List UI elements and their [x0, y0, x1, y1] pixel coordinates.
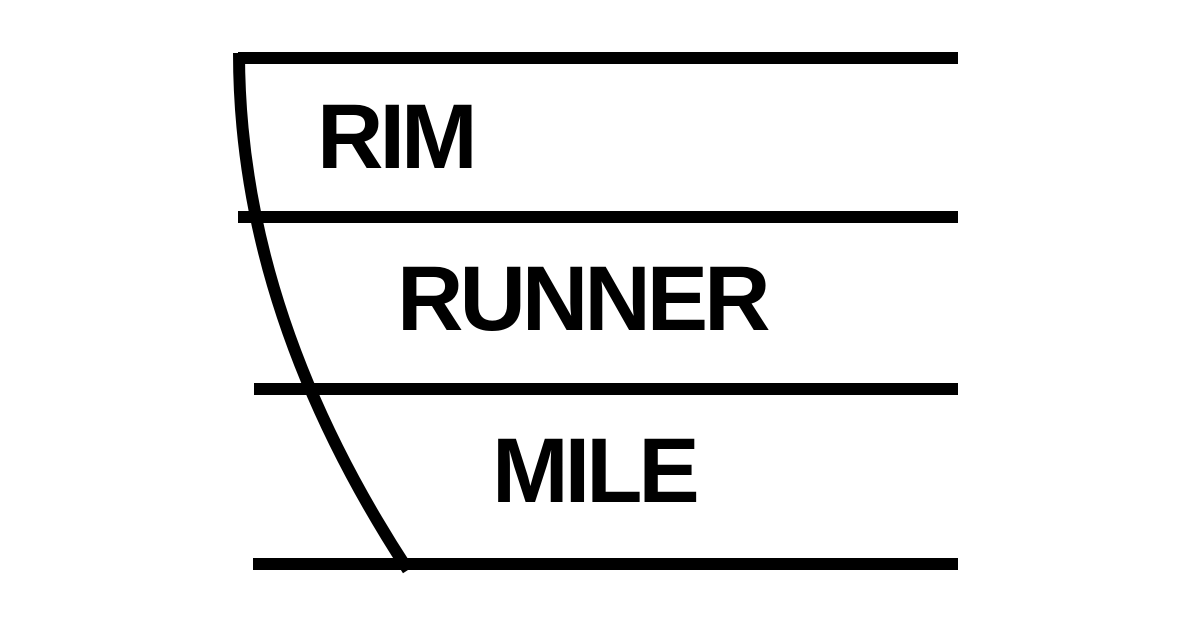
logo-word-mile: MILE	[492, 420, 696, 522]
logo-word-rim: RIM	[317, 86, 474, 188]
logo-word-runner: RUNNER	[397, 248, 769, 350]
rim-curve	[233, 52, 414, 574]
